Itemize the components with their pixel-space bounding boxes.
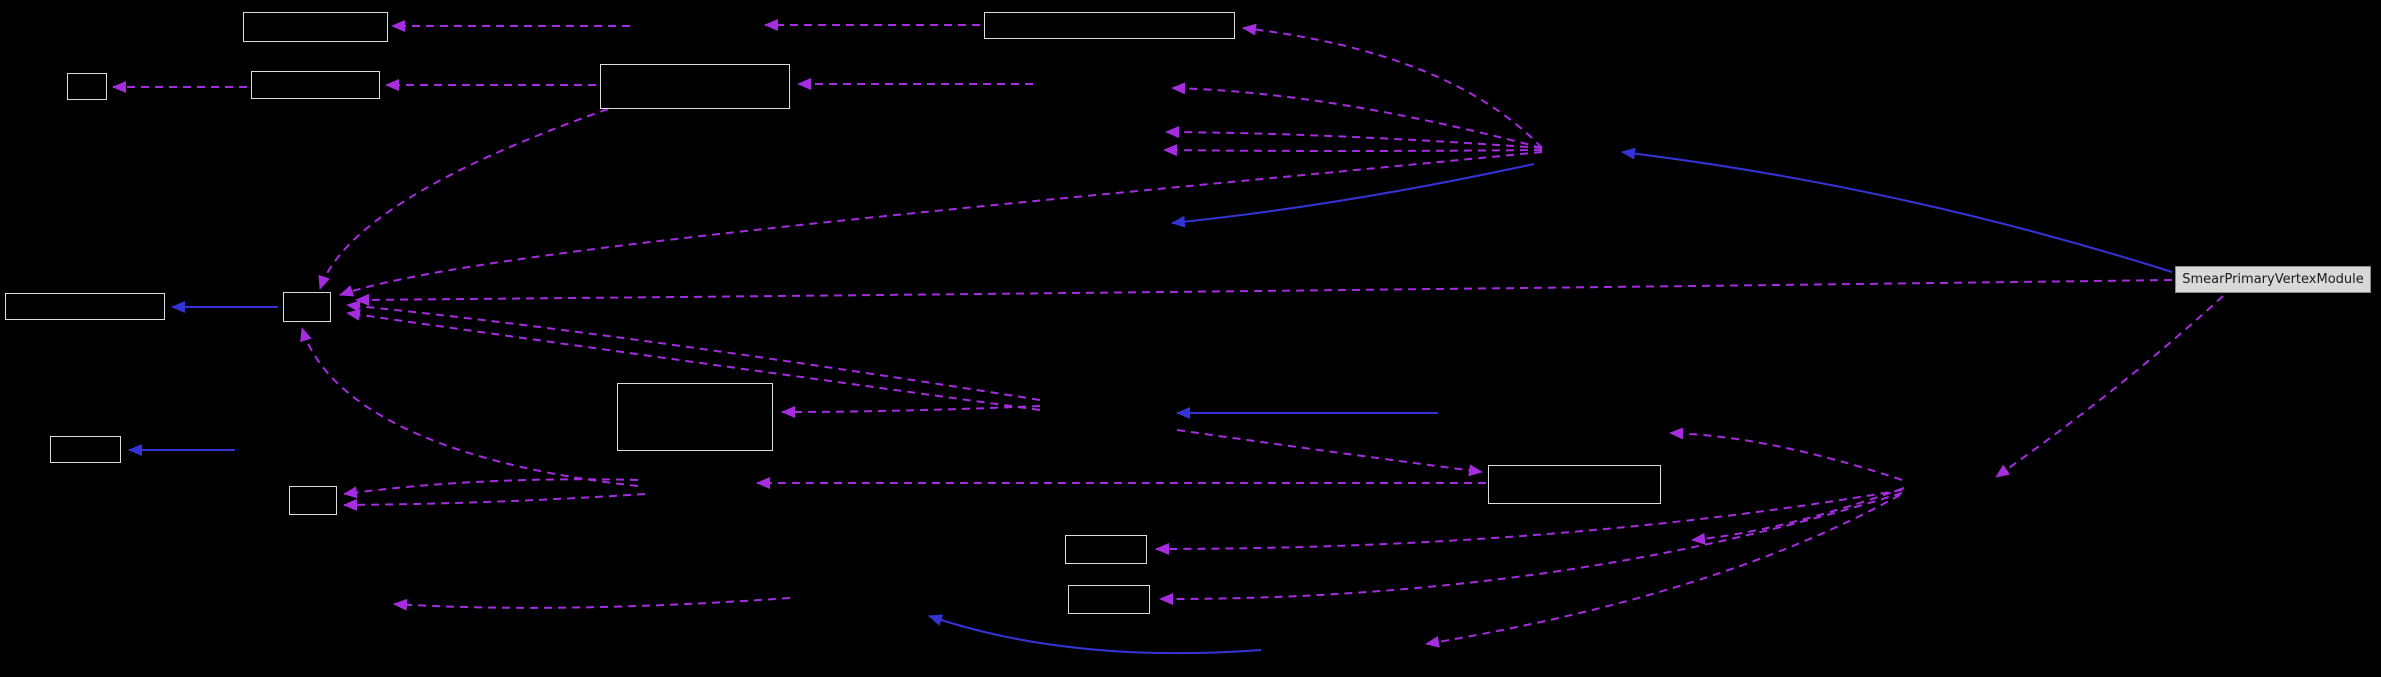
graph-node-9[interactable] (50, 436, 121, 463)
dependency-edge-solid (1171, 163, 1535, 228)
graph-node-8[interactable] (617, 383, 773, 451)
dependency-edge-dashed (346, 300, 1041, 401)
graph-node-12[interactable] (1065, 535, 1147, 564)
graph-node-label: SmearPrimaryVertexModule (2182, 272, 2364, 287)
dependency-edge-dashed (343, 478, 639, 499)
dependency-edge-dashed (300, 327, 639, 487)
dependency-edge-solid (1621, 147, 2173, 273)
dependency-edge-dashed (343, 493, 646, 511)
dependency-edge-dashed (355, 279, 2173, 306)
graph-node-13[interactable] (1068, 585, 1150, 614)
dependency-edge-dashed (1691, 487, 1905, 545)
dependency-edge-dashed (1163, 144, 1543, 157)
dependency-edge-dashed (1995, 295, 2224, 478)
dependency-edge-dashed (1242, 23, 1543, 149)
graph-node-6[interactable] (5, 293, 165, 320)
graph-node-2[interactable] (984, 12, 1235, 39)
dependency-edge-dashed (1171, 82, 1543, 149)
graph-node-10[interactable] (289, 486, 337, 515)
dependency-edge-dashed (1425, 494, 1901, 648)
graph-node-1[interactable] (243, 12, 388, 42)
graph-node-smear-primary-vertex-module[interactable]: SmearPrimaryVertexModule (2175, 266, 2371, 293)
dependency-edge-solid (928, 614, 1262, 655)
dependency-edge-dashed (1155, 489, 1903, 555)
graph-node-7[interactable] (283, 292, 331, 322)
graph-node-3[interactable] (67, 73, 107, 100)
dependency-edge-dashed (1165, 126, 1543, 149)
dependency-edge-dashed (781, 405, 1041, 418)
dependency-edge-dashed (339, 151, 1543, 297)
dependency-edge-dashed (318, 108, 609, 290)
dependency-edge-dashed (1669, 427, 1903, 481)
dependency-edge-dashed (1176, 429, 1483, 477)
graph-node-5[interactable] (600, 64, 790, 109)
dependency-edge-dashed (346, 308, 1041, 411)
graph-node-4[interactable] (251, 71, 380, 99)
graph-node-11[interactable] (1488, 465, 1661, 504)
dependency-edge-dashed (1159, 492, 1903, 606)
dependency-edge-dashed (393, 597, 791, 611)
